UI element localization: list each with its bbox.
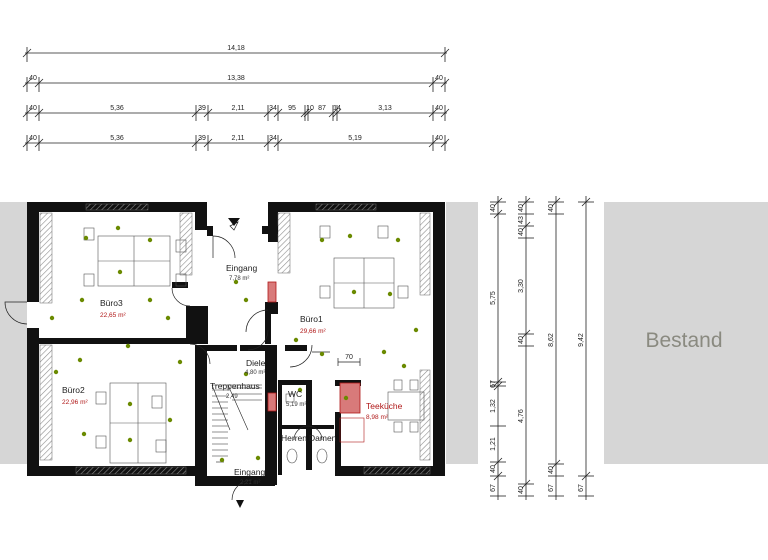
room-area: 29,66 m² — [300, 328, 326, 335]
dim-column-bg — [478, 196, 604, 496]
dim-label: 1,32 — [490, 399, 497, 413]
room-name: Eingang — [234, 467, 265, 477]
inner-dim-label: 70 — [345, 354, 353, 361]
left-grey-band — [0, 202, 27, 464]
dim-label: 5,19 — [348, 135, 362, 142]
dim-label: 67 — [548, 484, 555, 492]
entrance-arrow — [228, 218, 240, 226]
top-dimension-labels: 14,18 40 13,38 40 40 5,36 39 2,11 34 95 … — [29, 45, 443, 142]
room-name: Büro3 — [100, 298, 123, 308]
dim-label: 67 — [490, 484, 497, 492]
dim-label: 5,36 — [110, 105, 124, 112]
dim-label: 40 — [518, 204, 525, 212]
floor-area — [27, 202, 445, 464]
room-labels: Büro3 22,65 m² Büro2 22,96 m² Büro1 29,6… — [62, 263, 403, 486]
dim-label: 40 — [29, 105, 37, 112]
dim-label: 3,13 — [378, 105, 392, 112]
red-partitions — [267, 281, 361, 414]
room-area: 2,21 m² — [240, 480, 260, 486]
dim-label: 40 — [435, 105, 443, 112]
dim-label: 14,18 — [227, 45, 245, 52]
room-name: Teeküche — [366, 401, 403, 411]
dim-label: 1,21 — [490, 437, 497, 451]
room-name: Eingang — [226, 263, 257, 273]
dim-label: 95 — [288, 105, 296, 112]
top-dimension-chains — [22, 47, 450, 151]
inner-dimension — [337, 358, 361, 366]
room-area: 22,96 m² — [62, 399, 88, 406]
dim-label: 40 — [29, 75, 37, 82]
dim-label: 40 — [548, 204, 555, 212]
window-hatches — [39, 203, 431, 475]
dim-label: 14 — [333, 105, 341, 112]
dim-label: 34 — [269, 105, 277, 112]
dim-label: 13,38 — [227, 75, 245, 82]
dim-label: 39 — [198, 105, 206, 112]
bestand-label: Bestand — [645, 329, 722, 352]
dim-label: 87 — [318, 105, 326, 112]
dim-label: 40 — [29, 135, 37, 142]
side-dimension-labels: 40 5,75 67 1,32 1,21 40 67 40 43 40 3,30… — [490, 204, 585, 494]
dim-label: 67 — [578, 484, 585, 492]
entrance-arrow — [236, 500, 244, 508]
dim-label: 3,30 — [518, 279, 525, 293]
dim-label: 40 — [435, 75, 443, 82]
dim-label: 5,36 — [110, 135, 124, 142]
dim-label: 9,42 — [578, 333, 585, 347]
dim-label: 40 — [518, 486, 525, 494]
door-swings — [4, 221, 330, 501]
room-area: 5,19 m² — [286, 402, 306, 408]
room-area: 7,78 m² — [229, 276, 249, 282]
side-dimension-chains — [490, 196, 594, 500]
room-name: Herren — [281, 433, 307, 443]
dim-label: 40 — [548, 466, 555, 474]
dim-label: 4,76 — [518, 409, 525, 423]
dim-label: 40 — [518, 228, 525, 236]
dim-label: 8,62 — [548, 333, 555, 347]
dim-label: 40 — [490, 204, 497, 212]
room-name: Diele — [246, 358, 266, 368]
dim-label: 2,11 — [231, 135, 244, 142]
dim-label: 10 — [306, 105, 314, 112]
dim-label: 5,75 — [490, 291, 497, 305]
stair — [211, 384, 262, 463]
room-area: 4,80 m² — [245, 370, 265, 376]
dim-label: 34 — [269, 135, 277, 142]
dim-label: 40 — [490, 465, 497, 473]
dim-label: 43 — [518, 216, 525, 224]
electrical-marks — [49, 225, 419, 463]
room-name: Büro2 — [62, 385, 85, 395]
room-name: WC — [288, 389, 302, 399]
room-name: Damen — [309, 433, 337, 443]
dim-label: 2,11 — [231, 105, 244, 112]
furniture — [83, 225, 425, 464]
dim-label: 40 — [435, 135, 443, 142]
room-name: Treppenhaus — [210, 381, 260, 391]
room-area: 22,65 m² — [100, 312, 126, 319]
dim-label: 40 — [518, 336, 525, 344]
room-name: Büro1 — [300, 314, 323, 324]
room-area: 8,98 m² — [366, 414, 389, 421]
dim-label: 67 — [490, 380, 497, 388]
dim-label: 39 — [198, 135, 206, 142]
room-area: 2,49 — [226, 394, 238, 400]
